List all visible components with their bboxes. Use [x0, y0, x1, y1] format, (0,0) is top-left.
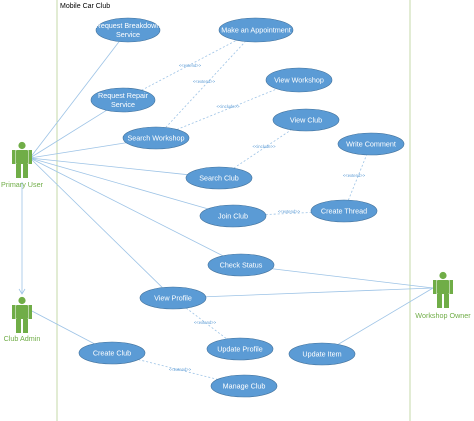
use-case-ellipse	[139, 286, 207, 310]
use-case-label: Check Status	[220, 261, 263, 270]
actor-icon	[12, 141, 32, 178]
use-case-ellipse	[310, 199, 378, 223]
actor-owner: Workshop Owner	[415, 271, 471, 320]
use-case-label: Manage Club	[223, 382, 266, 391]
association-owner-updateitem	[337, 287, 434, 345]
associations	[18, 41, 434, 345]
use-case-ellipse	[210, 374, 278, 398]
use-case-updateitem: Update Item	[288, 342, 356, 366]
use-case-ellipse	[272, 108, 340, 132]
actor-icon	[12, 296, 32, 333]
association-primary-breakdown	[29, 41, 120, 159]
use-case-writecomment: Write Comment	[337, 132, 405, 156]
use-case-viewprofile: View Profile	[139, 286, 207, 310]
use-case-label: Search Club	[199, 174, 239, 183]
use-case-label: Service	[111, 100, 135, 109]
use-case-label: View Workshop	[274, 76, 324, 85]
use-case-ellipse	[206, 337, 274, 361]
use-case-ellipse	[185, 166, 253, 190]
use-case-ellipse	[218, 17, 294, 43]
relationships: <<extend>> <<extend>> <<include>> <<include…	[138, 39, 367, 380]
relationship-viewprofile-updateprofile	[185, 307, 228, 340]
use-case-label: Search Workshop	[128, 134, 185, 143]
use-case-ellipse	[95, 17, 161, 43]
association-primary-checkstatus	[29, 157, 224, 257]
association-primary-viewprofile	[29, 157, 163, 288]
association-arrowhead	[18, 288, 26, 295]
relationship-label: <<extend>>	[179, 63, 202, 68]
relationship-searchclub-viewclub	[233, 129, 292, 169]
use-case-ellipse	[90, 87, 156, 113]
relationship-label: <<include>>	[216, 104, 240, 109]
use-case-searchclub: Search Club	[185, 166, 253, 190]
use-case-searchworkshop: Search Workshop	[122, 126, 190, 150]
use-case-ellipse	[78, 341, 146, 365]
use-case-label: Join Club	[218, 212, 248, 221]
use-case-label: View Profile	[154, 294, 192, 303]
relationship-label: <<extend>>	[278, 209, 301, 214]
use-case-label: Request Breakdown	[96, 21, 161, 30]
use-case-viewworkshop: View Workshop	[265, 67, 333, 93]
association-admin-createclub	[29, 309, 95, 345]
relationship-label: <<extend>>	[343, 173, 366, 178]
use-case-createthread: Create Thread	[310, 199, 378, 223]
actor-label: Club Admin	[4, 334, 41, 343]
association-owner-viewprofile	[205, 287, 434, 298]
use-case-label: Create Thread	[321, 207, 367, 216]
actor-admin: Club Admin	[4, 296, 41, 343]
use-case-ellipse	[122, 126, 190, 150]
use-case-ellipse	[337, 132, 405, 156]
use-case-ellipse	[288, 342, 356, 366]
use-case-ellipse	[207, 253, 275, 277]
use-case-ellipse	[265, 67, 333, 93]
relationship-repair-appointment	[141, 39, 237, 91]
relationship-createthread-writecomment	[348, 154, 367, 201]
relationship-label: <<extend>>	[194, 320, 217, 325]
association-primary-searchworkshop	[29, 142, 127, 159]
relationship-label: <<include>>	[252, 144, 276, 149]
system-title: Mobile Car Club	[60, 3, 110, 10]
association-primary-joinclub	[29, 157, 209, 210]
use-case-label: Service	[116, 30, 140, 39]
use-case-manageclub: Manage Club	[210, 374, 278, 398]
use-case-label: Request Repair	[98, 91, 149, 100]
relationship-label: <<extend>>	[169, 367, 192, 372]
use-case-appointment: Make an Appointment	[218, 17, 294, 43]
actor-primary: Primary User	[1, 141, 44, 189]
relationship-label: <<extend>>	[193, 79, 216, 84]
relationship-createclub-manageclub	[138, 359, 218, 380]
actor-label: Workshop Owner	[415, 311, 471, 320]
actor-icon	[433, 271, 453, 308]
use-case-label: Create Club	[93, 349, 131, 358]
use-case-label: View Club	[290, 116, 322, 125]
use-case-joinclub: Join Club	[199, 204, 267, 228]
association-primary-repair	[29, 109, 107, 159]
association-owner-checkstatus	[272, 268, 434, 289]
relationship-searchworkshop-viewworkshop	[176, 88, 278, 130]
relationship-searchworkshop-appointment	[165, 41, 246, 128]
use-case-label: Write Comment	[346, 140, 396, 149]
use-case-createclub: Create Club	[78, 341, 146, 365]
association-primary-searchclub	[29, 157, 188, 176]
use-case-label: Update Profile	[217, 345, 263, 354]
use-case-ellipse	[199, 204, 267, 228]
actor-label: Primary User	[1, 180, 44, 189]
use-case-label: Make an Appointment	[221, 26, 291, 35]
use-case-viewclub: View Club	[272, 108, 340, 132]
use-case-checkstatus: Check Status	[207, 253, 275, 277]
use-case-label: Update Item	[302, 350, 341, 359]
use-case-updateprofile: Update Profile	[206, 337, 274, 361]
